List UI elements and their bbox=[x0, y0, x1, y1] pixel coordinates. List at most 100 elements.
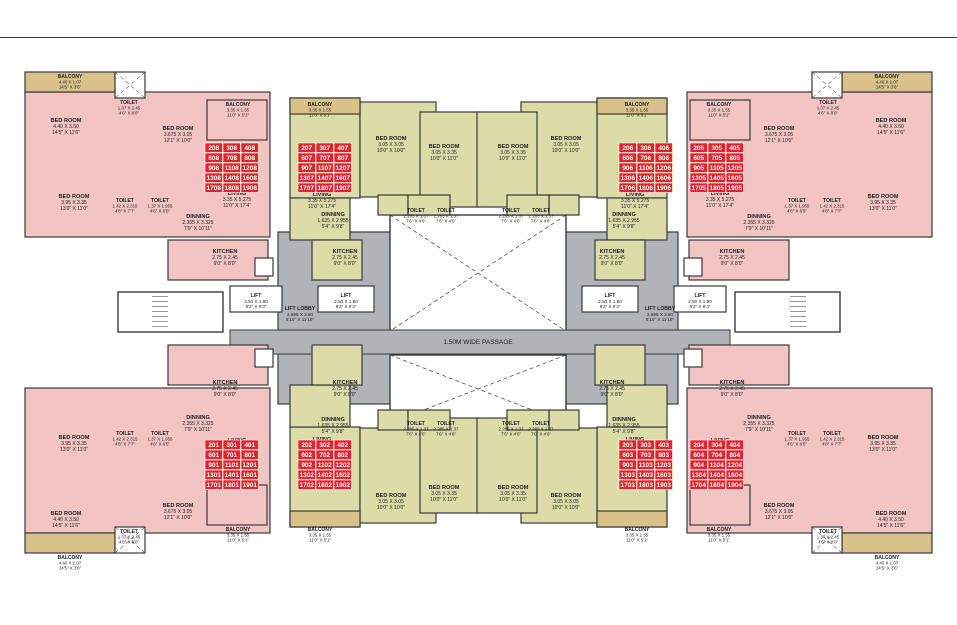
unit-number: 1907 bbox=[336, 185, 351, 192]
unit-cell bbox=[618, 449, 637, 460]
room-name: DINNING bbox=[747, 415, 771, 421]
stair-tread-r bbox=[790, 311, 806, 312]
unit-number: 908 bbox=[208, 165, 219, 172]
unit-cell bbox=[725, 459, 744, 470]
room-dims: 2.285 X 1.37 bbox=[529, 214, 554, 219]
room-name: LIVING bbox=[711, 191, 730, 197]
room-name: BED ROOM bbox=[59, 435, 90, 441]
unit-cell bbox=[204, 172, 223, 183]
green-dinning bbox=[606, 197, 668, 241]
unit-cell bbox=[689, 449, 708, 460]
unit-number: 1202 bbox=[336, 462, 351, 469]
room-name: KITCHEN bbox=[333, 249, 358, 255]
room-imperial: 12'1" X 10'0" bbox=[765, 515, 793, 521]
unit-number: 905 bbox=[693, 165, 704, 172]
unit-cell bbox=[240, 459, 259, 470]
unit-number: 1607 bbox=[336, 175, 351, 182]
unit-number: 906 bbox=[622, 165, 633, 172]
room-imperial: 7'9" X 10'11" bbox=[184, 427, 212, 433]
room-imperial: 14'5" X 3'6" bbox=[59, 566, 82, 571]
room-name: BED ROOM bbox=[376, 136, 407, 142]
unit-number: 907 bbox=[301, 165, 312, 172]
unit-cell bbox=[618, 172, 637, 183]
room-dims: 3.35 X 1.55 bbox=[708, 108, 731, 113]
room-dims: 3.95 X 3.35 bbox=[61, 441, 87, 447]
room-name: BED ROOM bbox=[876, 118, 907, 124]
unit-cell bbox=[654, 479, 673, 490]
room-name: BED ROOM bbox=[868, 194, 899, 200]
unit-number: 306 bbox=[640, 145, 651, 152]
unit-cell bbox=[222, 162, 241, 173]
unit-cell bbox=[725, 142, 744, 153]
unit-number: 1304 bbox=[692, 472, 707, 479]
unit-number: 903 bbox=[622, 462, 633, 469]
unit-cell bbox=[333, 152, 352, 163]
unit-cell bbox=[204, 162, 223, 173]
unit-cell bbox=[333, 469, 352, 480]
room-dims: 2.75 X 2.45 bbox=[719, 386, 745, 392]
room-imperial: 11'0" X 5'1" bbox=[309, 538, 331, 543]
unit-cell bbox=[240, 479, 259, 490]
unit-cell bbox=[725, 162, 744, 173]
room-imperial: 7'9" X 10'11" bbox=[184, 226, 212, 232]
room-imperial: 9'0" X 8'0" bbox=[721, 261, 744, 267]
room-name: TOILET bbox=[437, 208, 455, 214]
room-dims: 1.37 X 1.955 bbox=[785, 437, 810, 442]
room-imperial: 7'9" X 10'11" bbox=[745, 427, 773, 433]
room-name: BED ROOM bbox=[51, 511, 82, 517]
unit-number: 1206 bbox=[657, 165, 672, 172]
unit-number: 808 bbox=[244, 155, 255, 162]
duct-small bbox=[683, 348, 703, 368]
green-dinning bbox=[289, 197, 351, 241]
room-name: BED ROOM bbox=[764, 503, 795, 509]
room-dims: 1.37 X 2.45 bbox=[817, 106, 840, 111]
room-imperial: 14'5" X 11'6" bbox=[52, 523, 80, 529]
room-imperial: 11'0" X 17'4" bbox=[706, 203, 734, 209]
unit-number: 1101 bbox=[225, 462, 239, 469]
unit-cell bbox=[204, 449, 223, 460]
unit-cell bbox=[618, 479, 637, 490]
unit-cell bbox=[618, 152, 637, 163]
room-name: BALCONY bbox=[308, 527, 333, 533]
unit-cell bbox=[333, 439, 352, 450]
room-imperial: 12'1" X 10'0" bbox=[164, 515, 192, 521]
unit-number: 401 bbox=[244, 442, 255, 449]
unit-cell bbox=[707, 479, 726, 490]
unit-cell bbox=[204, 152, 223, 163]
unit-number: 901 bbox=[208, 462, 219, 469]
quadrant bbox=[24, 344, 481, 554]
unit-number: 1707 bbox=[300, 185, 315, 192]
room-name: BALCONY bbox=[625, 527, 650, 533]
stair-tread-r bbox=[790, 296, 806, 297]
room-name: TOILET bbox=[116, 431, 134, 437]
unit-number: 705 bbox=[711, 155, 722, 162]
balcony bbox=[24, 532, 116, 554]
room-imperial: 11'0" X 17'4" bbox=[223, 203, 251, 209]
unit-cell bbox=[333, 449, 352, 460]
room-imperial: 4'8" X 7'7" bbox=[822, 442, 842, 447]
unit-cell bbox=[315, 449, 334, 460]
room-name: TOILET bbox=[151, 431, 169, 437]
kitchen-area bbox=[688, 344, 790, 386]
unit-number: 1406 bbox=[639, 175, 654, 182]
unit-cell bbox=[707, 459, 726, 470]
stair-tread-l bbox=[152, 306, 168, 307]
room-imperial: 8'2" X 6'3" bbox=[690, 304, 711, 309]
unit-number: 608 bbox=[208, 155, 219, 162]
unit-cell bbox=[240, 152, 259, 163]
unit-cell bbox=[222, 152, 241, 163]
room-dims: 1.37 X 2.45 bbox=[817, 535, 840, 540]
green-balcony bbox=[596, 510, 668, 528]
room-imperial: 7'9" X 10'11" bbox=[745, 226, 773, 232]
room-name: TOILET bbox=[819, 100, 837, 106]
room-dims: 2.50 X 1.90 bbox=[688, 299, 712, 304]
unit-number: 806 bbox=[658, 155, 669, 162]
unit-number: 1801 bbox=[225, 482, 240, 489]
room-imperial: 4'8" X 7'7" bbox=[822, 209, 842, 214]
room-dims: 2.75 X 2.45 bbox=[599, 255, 625, 261]
unit-number: 1807 bbox=[318, 185, 333, 192]
green-kitchen bbox=[311, 239, 363, 281]
room-imperial: 8'2" X 6'3" bbox=[246, 304, 267, 309]
unit-number: 1905 bbox=[728, 185, 743, 192]
room-dims: 2.50 X 1.90 bbox=[598, 299, 622, 304]
